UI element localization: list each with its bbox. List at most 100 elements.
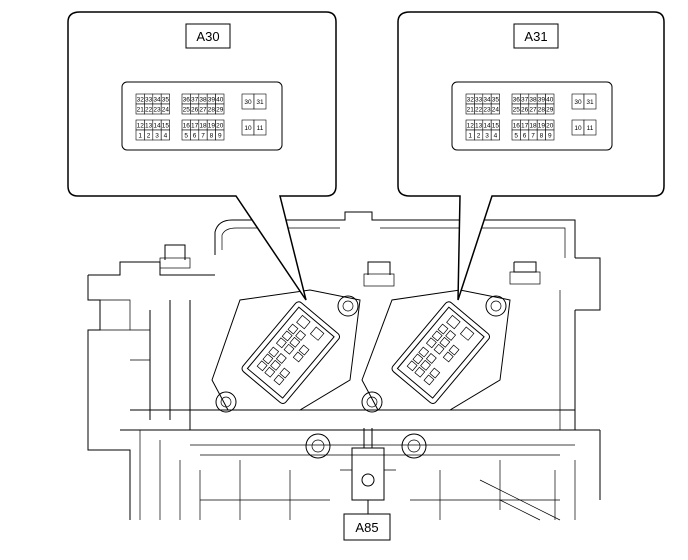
- pin-number: 32: [467, 96, 475, 103]
- connector-a30-body: [241, 301, 341, 404]
- pin-cell: [490, 129, 500, 141]
- pin-number: 30: [574, 99, 582, 106]
- pin-number: 15: [162, 122, 170, 129]
- pin-number: 6: [193, 132, 197, 139]
- pin-number: 19: [538, 122, 546, 129]
- pin-number: 1: [468, 132, 472, 139]
- pin-number: 31: [256, 99, 264, 106]
- pin-number: 22: [145, 106, 153, 113]
- pin-number: 39: [208, 96, 216, 103]
- pin-number: 31: [586, 99, 594, 106]
- callout-a30-label-box: [185, 23, 231, 49]
- pin-number: 27: [199, 106, 207, 113]
- callout-a31-label: A31: [524, 29, 547, 44]
- pin-number: 2: [477, 132, 481, 139]
- pin-cell: [490, 103, 500, 115]
- pin-number: 11: [587, 125, 594, 132]
- pin-number: 2: [147, 132, 151, 139]
- pin-number: 22: [475, 106, 483, 113]
- pin-number: 21: [467, 106, 475, 113]
- pin-number: 33: [145, 96, 153, 103]
- pin-number: 11: [257, 125, 264, 132]
- pin-number: 10: [244, 125, 252, 132]
- pin-number: 34: [153, 96, 161, 103]
- pin-number: 5: [184, 132, 188, 139]
- pin-number: 16: [183, 122, 191, 129]
- pin-number: 38: [529, 96, 537, 103]
- pin-number: 29: [546, 106, 554, 113]
- pin-number: 17: [191, 122, 199, 129]
- pin-number: 35: [162, 96, 170, 103]
- pin-number: 29: [216, 106, 224, 113]
- pin-number: 4: [494, 132, 498, 139]
- pin-number: 40: [216, 96, 224, 103]
- pin-number: 7: [531, 132, 535, 139]
- pin-number: 4: [164, 132, 168, 139]
- pin-number: 34: [483, 96, 491, 103]
- callout-a85: A85: [343, 512, 391, 541]
- pin-number: 13: [475, 122, 483, 129]
- pin-number: 32: [137, 96, 145, 103]
- pin-number: 37: [191, 96, 199, 103]
- pin-cell: [253, 119, 267, 136]
- pin-number: 36: [513, 96, 521, 103]
- pin-number: 12: [137, 122, 145, 129]
- pin-number: 1: [138, 132, 142, 139]
- connector-a31-body: [391, 301, 491, 404]
- pin-cell: [583, 119, 597, 136]
- pin-number: 27: [529, 106, 537, 113]
- pin-number: 13: [145, 122, 153, 129]
- pin-number: 6: [523, 132, 527, 139]
- pin-number: 15: [492, 122, 500, 129]
- pin-cell: [160, 129, 170, 141]
- pin-number: 24: [492, 106, 500, 113]
- pin-number: 23: [483, 106, 491, 113]
- pin-number: 18: [199, 122, 207, 129]
- pin-number: 28: [538, 106, 546, 113]
- pin-number: 28: [208, 106, 216, 113]
- pin-number: 39: [538, 96, 546, 103]
- pin-number: 3: [155, 132, 159, 139]
- pin-number: 36: [183, 96, 191, 103]
- pin-number: 20: [546, 122, 554, 129]
- pin-number: 25: [513, 106, 521, 113]
- pin-number: 33: [475, 96, 483, 103]
- pin-cell: [160, 103, 170, 115]
- pin-cell: [253, 93, 267, 110]
- pin-number: 9: [548, 132, 552, 139]
- pin-number: 21: [137, 106, 145, 113]
- pin-number: 26: [521, 106, 529, 113]
- pin-number: 40: [546, 96, 554, 103]
- pin-number: 8: [210, 132, 214, 139]
- pin-number: 19: [208, 122, 216, 129]
- pin-cell: [545, 103, 555, 115]
- pin-number: 35: [492, 96, 500, 103]
- pin-cell: [545, 129, 555, 141]
- pin-number: 37: [521, 96, 529, 103]
- pin-cell: [583, 93, 597, 110]
- pin-number: 25: [183, 106, 191, 113]
- pin-number: 5: [514, 132, 518, 139]
- pin-cell: [215, 129, 225, 141]
- pin-number: 9: [218, 132, 222, 139]
- engine-body: [87, 211, 601, 521]
- pin-number: 14: [153, 122, 161, 129]
- pin-number: 12: [467, 122, 475, 129]
- callout-a31-label-box: [513, 23, 559, 49]
- callout-a85-label-box: [343, 513, 391, 541]
- pin-number: 38: [199, 96, 207, 103]
- pin-number: 7: [201, 132, 205, 139]
- pin-number: 23: [153, 106, 161, 113]
- pin-number: 26: [191, 106, 199, 113]
- pin-number: 30: [244, 99, 252, 106]
- pin-number: 17: [521, 122, 529, 129]
- callout-a85-label: A85: [355, 520, 378, 535]
- pin-number: 20: [216, 122, 224, 129]
- pin-number: 10: [574, 125, 582, 132]
- pin-number: 8: [540, 132, 544, 139]
